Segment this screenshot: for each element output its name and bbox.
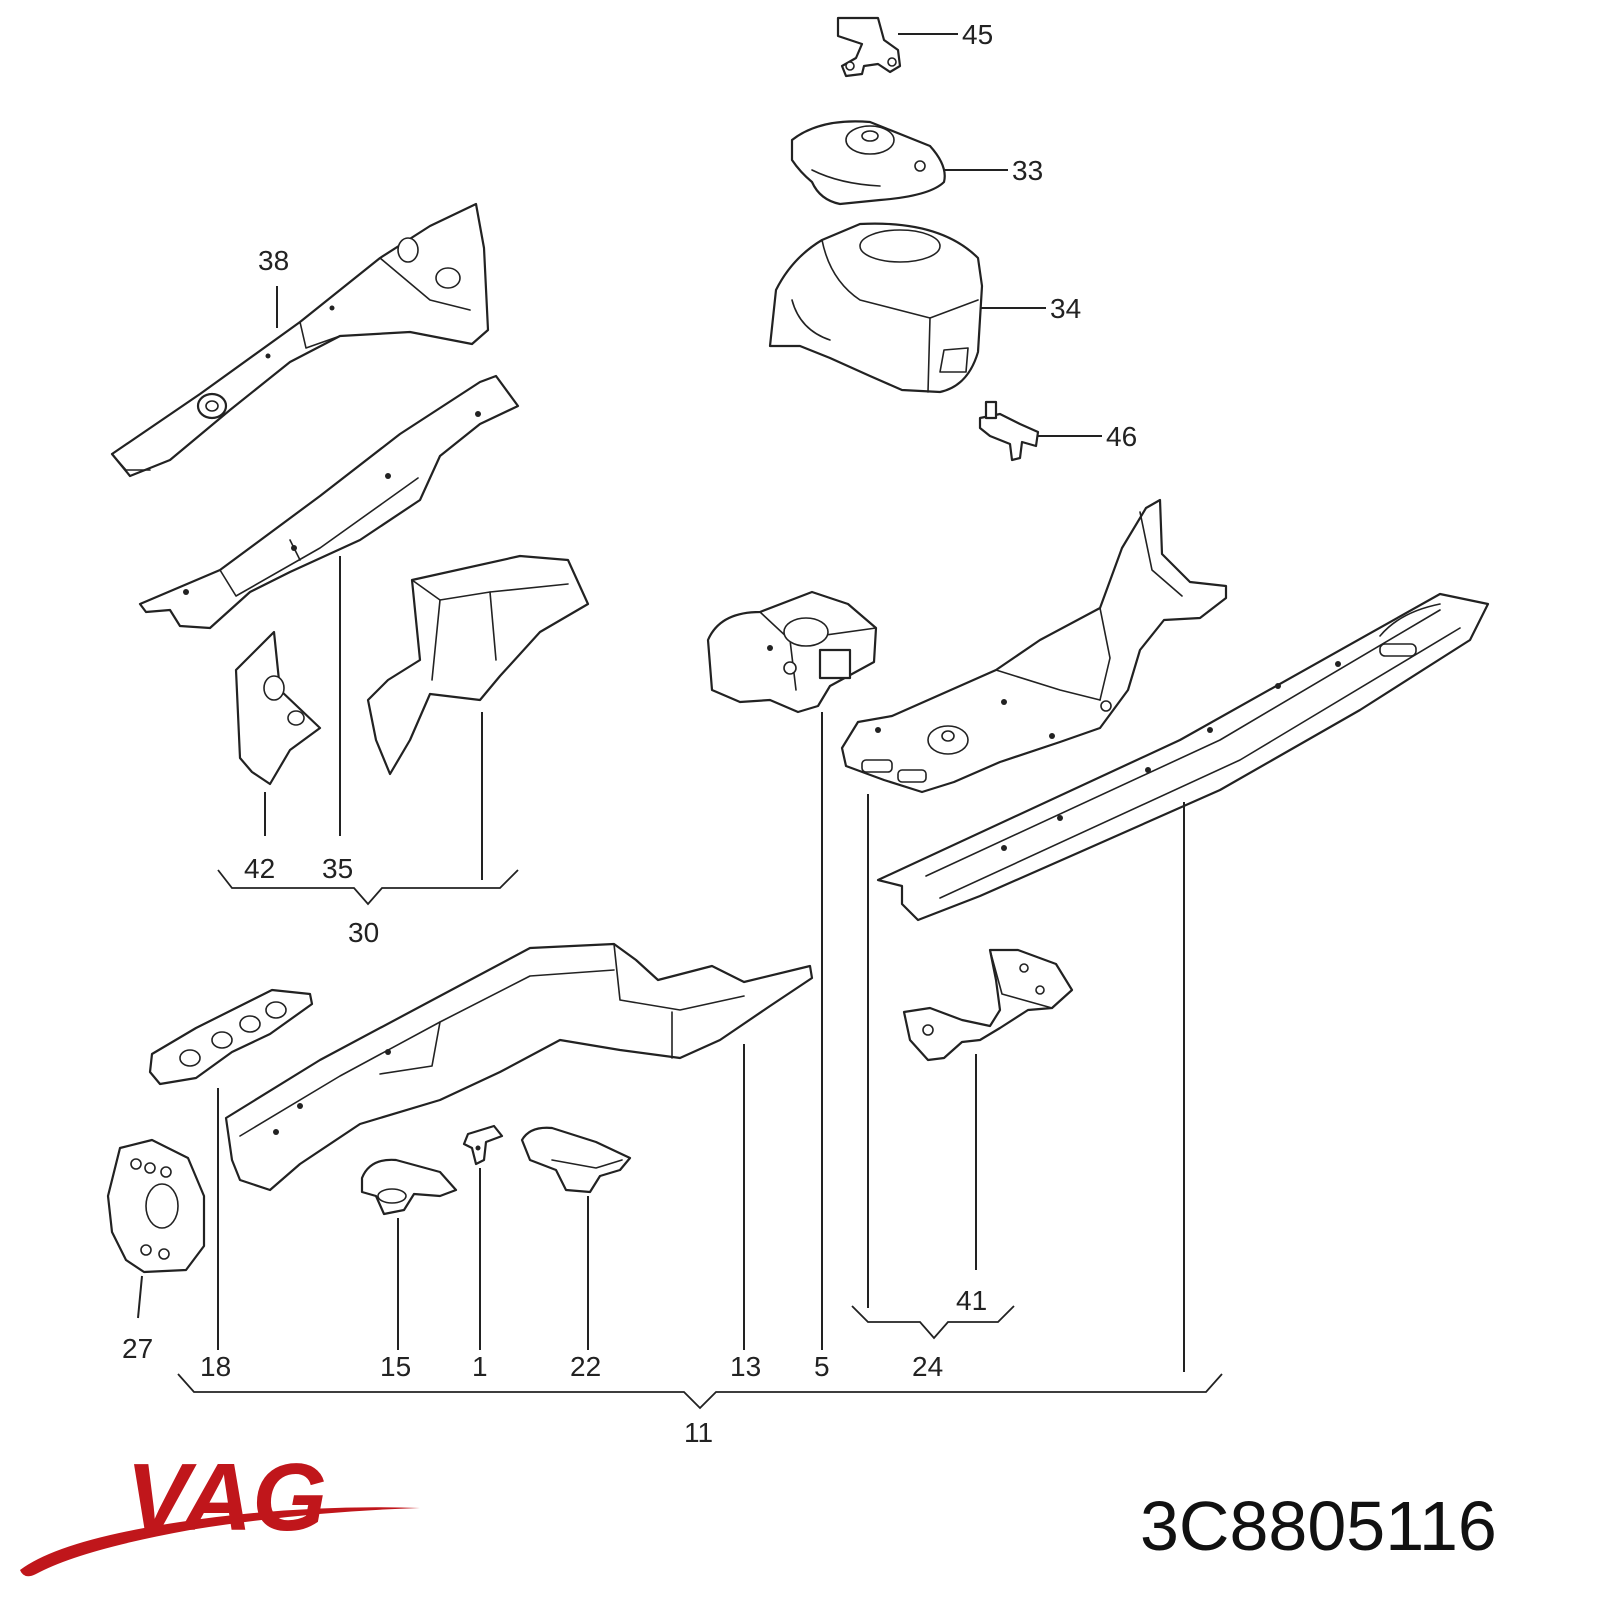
callout-34: 34 [1050,293,1081,324]
callout-45: 45 [962,19,993,50]
part-27-end-plate [106,1138,206,1274]
leader-27 [137,1275,143,1319]
callout-27: 27 [122,1333,153,1364]
logo-swoosh [20,1507,420,1577]
vag-logo: VAG [20,1444,420,1577]
callout-35: 35 [322,853,353,884]
part-24-side-member [840,498,1228,794]
callout-18: 18 [200,1351,231,1382]
callout-42: 42 [244,853,275,884]
callout-33: 33 [1012,155,1043,186]
part-38-upper-rail [110,202,490,478]
part-wheel-arch-panel [366,554,590,776]
callout-11: 11 [684,1417,713,1448]
part-46-bracket [978,400,1040,462]
part-41-bracket [902,948,1074,1062]
part-number: 3C8805116 [1140,1487,1497,1565]
callout-24: 24 [912,1351,943,1382]
part-34-strut-tower [768,222,984,394]
part-35-reinforcement [138,374,520,630]
part-42-plate [234,630,322,786]
part-1-clip [462,1124,504,1166]
part-45-bracket [836,16,902,78]
part-13-lower-rail [224,942,814,1192]
logo-text: VAG [126,1444,327,1551]
callout-15: 15 [380,1351,411,1382]
part-18-plate [148,988,314,1086]
bracket-30 [217,869,519,906]
callout-1: 1 [472,1351,488,1382]
callout-5: 5 [814,1351,830,1382]
part-11-long-rail [876,592,1490,922]
part-5-mount [706,590,878,714]
bracket-24 [851,1305,1015,1340]
bracket-11 [177,1373,1223,1410]
callout-30: 30 [348,917,379,948]
callout-46: 46 [1106,421,1137,452]
part-33-strut-mount [790,120,946,206]
part-15-cup [360,1158,458,1216]
callout-13: 13 [730,1351,761,1382]
callout-41: 41 [956,1285,987,1316]
callout-38: 38 [258,245,289,276]
callout-22: 22 [570,1351,601,1382]
part-22-gusset [520,1126,632,1194]
